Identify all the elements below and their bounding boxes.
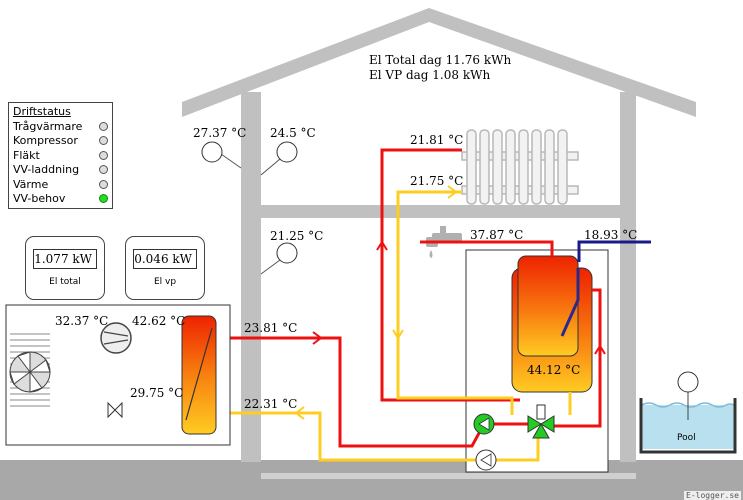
pool-label: Pool <box>677 433 696 443</box>
temp-radiator-supply: 21.81 °C <box>410 133 463 147</box>
ground <box>0 460 743 500</box>
temp-return-line: 22.31 °C <box>244 397 297 411</box>
meter-el-total-value: 1.077 kW <box>33 249 97 269</box>
temp-indoor: 21.25 °C <box>270 229 323 243</box>
status-row-vv-behov: VV-behov <box>13 192 108 207</box>
meter-el-vp-caption: El vp <box>153 277 177 287</box>
temp-evaporator: 32.37 °C <box>55 314 108 328</box>
status-indicator-off <box>99 179 108 189</box>
status-label: Värme <box>13 177 49 191</box>
compressor-icon <box>100 322 132 354</box>
meter-el-vp-value: 0.046 kW <box>133 249 197 269</box>
pool <box>639 371 737 454</box>
status-row-tragvarmare: Trågvärmare <box>13 119 108 134</box>
status-indicator-off <box>99 121 108 131</box>
house-frame <box>182 8 696 479</box>
status-title: Driftstatus <box>13 105 71 118</box>
status-row-varme: Värme <box>13 177 108 192</box>
temp-radiator-return: 21.75 °C <box>410 174 463 188</box>
expansion-valve-icon <box>107 401 123 419</box>
status-indicator-off <box>99 150 108 160</box>
diagram-labels: El Total dag 11.76 kWh El VP dag 1.08 kW… <box>55 53 696 443</box>
condenser <box>181 315 217 435</box>
status-label: Trågvärmare <box>13 119 83 133</box>
thermometer-outdoor-2 <box>260 141 298 176</box>
status-indicator-off <box>99 165 108 175</box>
temp-condenser-out: 29.75 °C <box>130 386 183 400</box>
radiator <box>461 129 579 205</box>
thermometer-outdoor-1 <box>201 141 242 169</box>
status-label: Fläkt <box>13 148 40 162</box>
status-label: Kompressor <box>13 134 78 148</box>
temp-supply-line: 23.81 °C <box>244 321 297 335</box>
temp-tank: 44.12 °C <box>527 363 580 377</box>
circulation-pump-off <box>475 449 497 471</box>
hot-water-tank <box>511 255 593 393</box>
temp-outdoor-1: 27.37 °C <box>193 126 246 140</box>
el-total-day: El Total dag 11.76 kWh <box>369 53 511 67</box>
meter-el-total-caption: El total <box>49 277 81 287</box>
flow-arrows <box>294 185 606 420</box>
status-label: VV-behov <box>13 192 66 206</box>
operating-status-panel: Driftstatus Trågvärmare Kompressor Fläkt… <box>8 102 113 209</box>
temp-cold-water-in: 18.93 °C <box>584 228 637 242</box>
status-row-vv-laddning: VV-laddning <box>13 163 108 178</box>
temp-hot-water-out: 37.87 °C <box>470 228 523 242</box>
status-label: VV-laddning <box>13 163 80 177</box>
tap-icon <box>426 226 462 258</box>
el-vp-day: El VP dag 1.08 kWh <box>369 68 490 82</box>
footer-credit[interactable]: E-logger.se <box>684 491 741 500</box>
temp-compressor-out: 42.62 °C <box>132 314 185 328</box>
thermometer-indoor <box>260 242 298 275</box>
status-row-flakt: Fläkt <box>13 148 108 163</box>
circulation-pump-on <box>473 413 495 435</box>
status-indicator-off <box>99 136 108 146</box>
status-row-kompressor: Kompressor <box>13 134 108 149</box>
meter-el-total: 1.077 kW El total <box>25 236 105 300</box>
three-way-valve-icon <box>527 404 555 439</box>
status-indicator-on <box>99 194 108 204</box>
fan-icon <box>9 351 51 393</box>
meter-el-vp: 0.046 kW El vp <box>125 236 205 300</box>
temp-outdoor-2: 24.5 °C <box>270 126 316 140</box>
